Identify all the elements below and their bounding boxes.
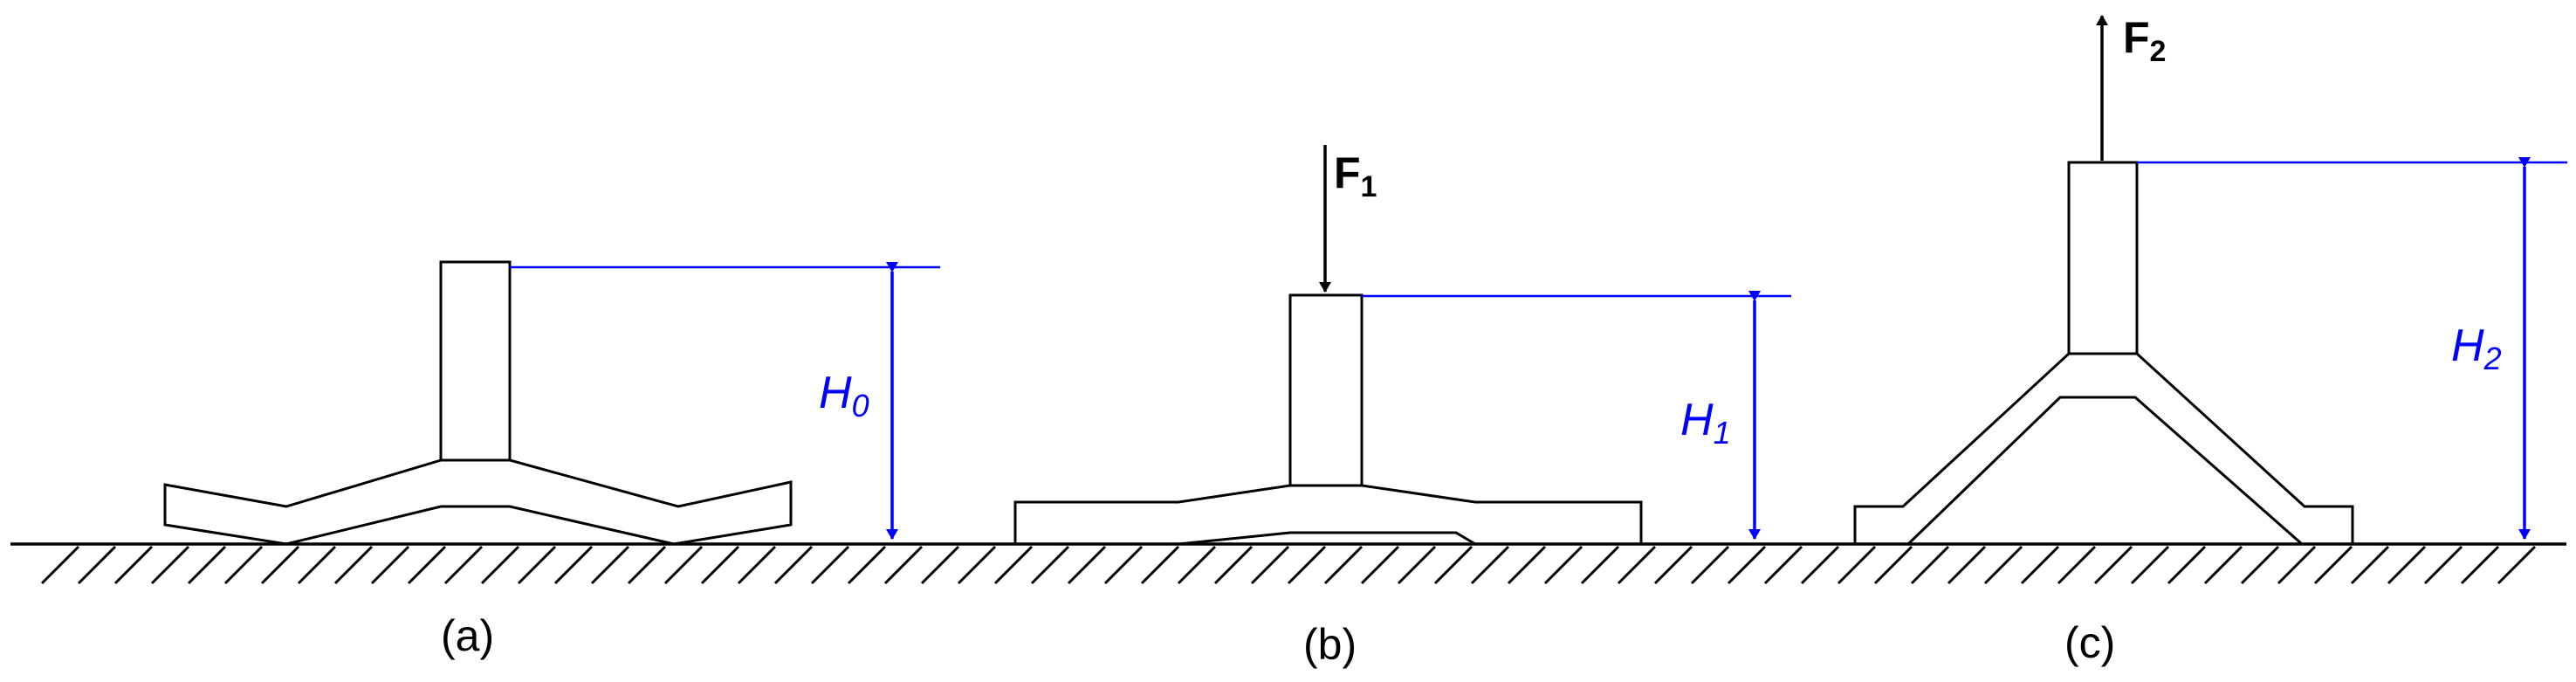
hatch-line <box>920 545 960 585</box>
caption-b: (b) <box>1303 620 1357 669</box>
hatch-line <box>187 545 227 585</box>
hatch-line <box>2057 545 2097 585</box>
hatch-line <box>810 545 850 585</box>
hatch-line <box>2093 545 2133 585</box>
hatch-line <box>1763 545 1803 585</box>
hatch-line <box>590 545 630 585</box>
hatch-line <box>407 545 447 585</box>
height-label-a: H0 <box>819 368 869 424</box>
hatch-line <box>1433 545 1473 585</box>
hatch-line <box>993 545 1034 585</box>
hatch-line <box>2203 545 2243 585</box>
hatch-line <box>1103 545 1144 585</box>
force-label-c: F2 <box>2123 13 2166 68</box>
hatch-line <box>480 545 520 585</box>
hatch-line <box>2167 545 2207 585</box>
panel-a: H0 (a) <box>163 260 940 660</box>
hatch-line <box>663 545 704 585</box>
hatch-line <box>517 545 557 585</box>
hatch-line <box>40 545 80 585</box>
hatch-line <box>260 545 300 585</box>
hatch-line <box>1543 545 1583 585</box>
hatch-line <box>1140 545 1180 585</box>
hatch-line <box>737 545 777 585</box>
hatch-line <box>1617 545 1657 585</box>
hatch-line <box>847 545 887 585</box>
hatch-line <box>1873 545 1913 585</box>
hatch-line <box>1837 545 1877 585</box>
hatch-line <box>297 545 337 585</box>
hatch-line <box>2387 545 2427 585</box>
height-label-b: H1 <box>1680 395 1731 451</box>
hatch-line <box>2497 545 2537 585</box>
hatch-line <box>333 545 374 585</box>
hatch-line <box>2020 545 2060 585</box>
hatch-line <box>1653 545 1693 585</box>
force-label-b: F1 <box>1334 148 1377 203</box>
hatch-line <box>627 545 667 585</box>
hatch-line <box>370 545 410 585</box>
hatch-line <box>2423 545 2463 585</box>
spring-body-c <box>1853 161 2354 546</box>
hatch-line <box>700 545 740 585</box>
hatch-line <box>1360 545 1400 585</box>
hatch-line <box>957 545 997 585</box>
ground-hatching <box>40 545 2537 585</box>
panel-b: F1 H1 (b) <box>1013 145 1791 669</box>
hatch-line <box>1397 545 1437 585</box>
hatch-line <box>1690 545 1730 585</box>
spring-body-a <box>163 260 793 546</box>
hatch-line <box>1213 545 1254 585</box>
hatch-line <box>1177 545 1217 585</box>
ground <box>10 542 2566 585</box>
hatch-line <box>2240 545 2280 585</box>
hatch-line <box>150 545 190 585</box>
hatch-line <box>1030 545 1070 585</box>
hatch-line <box>2460 545 2500 585</box>
spring-body-b <box>1013 293 1643 546</box>
hatch-line <box>1507 545 1547 585</box>
hatch-line <box>2350 545 2390 585</box>
hatch-line <box>113 545 154 585</box>
panel-c: F2 H2 (c) <box>1853 13 2567 667</box>
hatch-line <box>1800 545 1840 585</box>
hatch-line <box>1983 545 2023 585</box>
hatch-line <box>773 545 814 585</box>
hatch-line <box>223 545 264 585</box>
hatch-line <box>77 545 117 585</box>
hatch-line <box>1067 545 1107 585</box>
hatch-line <box>2130 545 2170 585</box>
hatch-line <box>553 545 594 585</box>
hatch-line <box>1250 545 1290 585</box>
hatch-line <box>2277 545 2317 585</box>
hatch-line <box>1947 545 1987 585</box>
hatch-line <box>443 545 484 585</box>
height-label-c: H2 <box>2451 320 2502 376</box>
caption-c: (c) <box>2064 618 2115 667</box>
hatch-line <box>1287 545 1327 585</box>
hatch-line <box>1910 545 1950 585</box>
hatch-line <box>1323 545 1364 585</box>
hatch-line <box>1580 545 1620 585</box>
hatch-line <box>1470 545 1510 585</box>
hatch-line <box>883 545 924 585</box>
caption-a: (a) <box>441 611 494 660</box>
hatch-line <box>2313 545 2353 585</box>
hatch-line <box>1727 545 1767 585</box>
